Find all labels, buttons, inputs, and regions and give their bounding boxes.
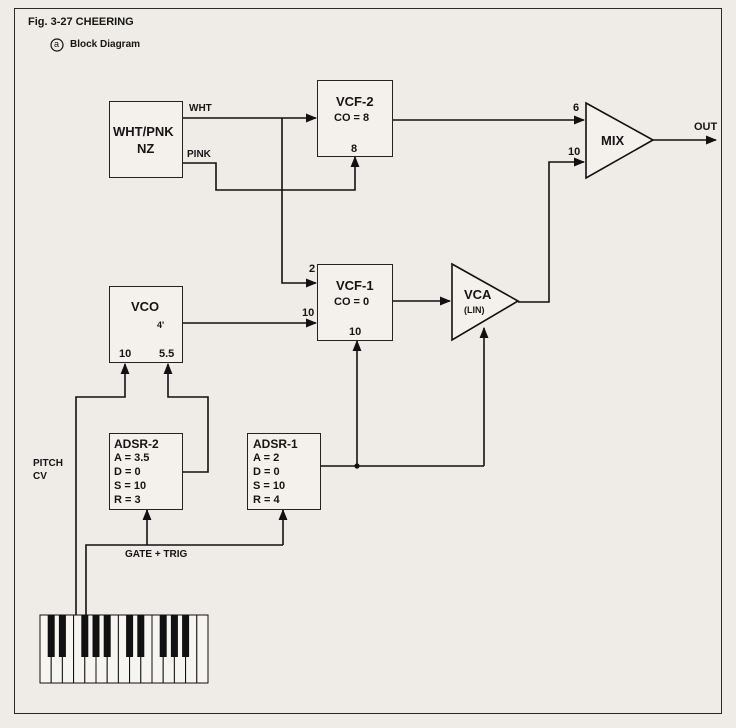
- vcf2-cutoff: CO = 8: [334, 112, 370, 124]
- vcf1-input-left-level: 10: [302, 307, 315, 319]
- figure-title: Fig. 3-27 CHEERING: [28, 16, 134, 28]
- adsr2-attack: A = 3.5: [114, 452, 150, 464]
- noise-label-2: NZ: [137, 141, 155, 156]
- white-key: [196, 614, 209, 684]
- wire-pink-vcf2: [183, 155, 360, 191]
- adsr1-box: [247, 433, 321, 510]
- vcf2-name: VCF-2: [336, 94, 374, 109]
- wire-adsr2-vco: [163, 362, 209, 473]
- adsr2-release: R = 3: [114, 494, 141, 506]
- noise-generator-box: [109, 101, 183, 178]
- junction-dot: [354, 463, 360, 469]
- mix-shape: [585, 101, 655, 180]
- black-key: [182, 615, 190, 657]
- vca-name: VCA: [464, 287, 492, 302]
- wire-gate: [85, 544, 283, 615]
- vco-cv-left-level: 10: [119, 348, 132, 360]
- vcf1-cv-level: 10: [349, 326, 362, 338]
- subtitle-circle-icon: [50, 38, 64, 52]
- subtitle-marker: a: [54, 39, 60, 49]
- wire-wht-vcf1: [281, 118, 318, 288]
- vca-mode: (LIN): [464, 305, 485, 315]
- figure-subtitle: Block Diagram: [70, 39, 141, 50]
- figure-frame: [14, 8, 722, 714]
- vcf1-input-top-level: 2: [309, 263, 316, 275]
- vcf1-name: VCF-1: [336, 278, 374, 293]
- vco-name: VCO: [131, 299, 160, 314]
- vco-footage: 4': [157, 320, 165, 330]
- pitch-cv-label-2: CV: [33, 471, 47, 482]
- wire-vca-mix: [518, 157, 586, 303]
- noise-label: WHT/PNK: [113, 124, 174, 139]
- pitch-cv-label: PITCH: [33, 458, 63, 469]
- adsr2-decay: D = 0: [114, 466, 141, 478]
- black-key: [47, 615, 55, 657]
- adsr2-name: ADSR-2: [114, 437, 159, 451]
- adsr1-sustain: S = 10: [253, 480, 286, 492]
- vco-cv-right-level: 5.5: [159, 348, 175, 360]
- vcf1-box: [317, 264, 393, 341]
- adsr2-sustain: S = 10: [114, 480, 147, 492]
- black-key: [58, 615, 66, 657]
- vcf1-cutoff: CO = 0: [334, 296, 370, 308]
- vco-box: [109, 286, 183, 363]
- vcf2-cv-level: 8: [351, 143, 358, 155]
- adsr1-name: ADSR-1: [253, 437, 298, 451]
- adsr2-box: [109, 433, 183, 510]
- out-label: OUT: [694, 121, 718, 133]
- adsr1-release: R = 4: [253, 494, 280, 506]
- black-key: [103, 615, 111, 657]
- wire-pitch-cv: [75, 362, 130, 615]
- black-key: [92, 615, 100, 657]
- vca-shape: [451, 262, 520, 342]
- mix-input-top-level: 6: [573, 102, 580, 114]
- mix-name: MIX: [601, 133, 625, 148]
- mix-input-bottom-level: 10: [568, 146, 581, 158]
- wht-output-label: WHT: [189, 103, 212, 114]
- pink-output-label: PINK: [187, 149, 211, 160]
- black-key: [126, 615, 134, 657]
- black-key: [170, 615, 178, 657]
- black-key: [137, 615, 145, 657]
- black-key: [159, 615, 167, 657]
- gate-trig-label: GATE + TRIG: [125, 549, 188, 560]
- black-key: [81, 615, 89, 657]
- vcf2-box: [317, 80, 393, 157]
- adsr1-decay: D = 0: [253, 466, 280, 478]
- adsr1-attack: A = 2: [253, 452, 280, 464]
